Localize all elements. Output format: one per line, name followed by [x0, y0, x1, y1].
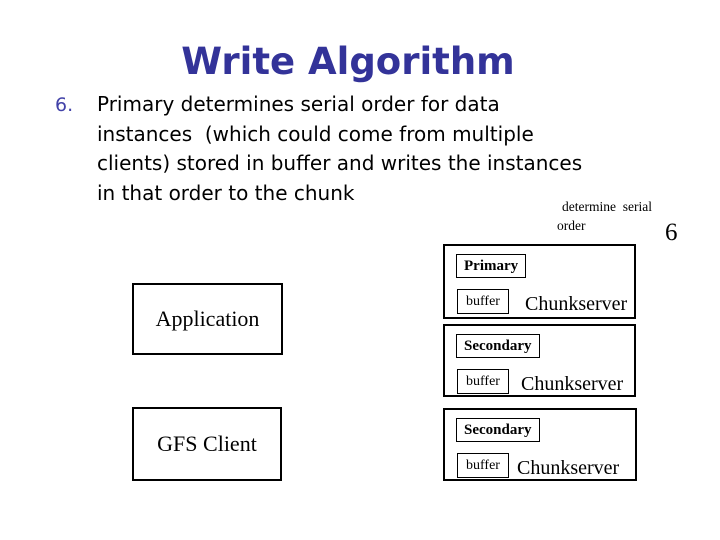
annotation-determine-serial-order: determine serial order	[557, 197, 652, 235]
buffer-box: buffer	[457, 369, 509, 394]
application-label: Application	[155, 306, 260, 331]
bullet-text-line: Primary determines serial order for data	[97, 92, 500, 116]
gfs-client-label: GFS Client	[157, 431, 257, 456]
application-box: Application	[132, 283, 283, 355]
chunkserver-label: Chunkserver	[525, 293, 628, 315]
bullet-text-line: in that order to the chunk	[97, 180, 355, 205]
bullet-number: 6.	[55, 94, 74, 116]
role-label-box: Primary	[456, 254, 527, 278]
buffer-box: buffer	[457, 453, 509, 478]
chunkserver-label: Chunkserver	[517, 457, 620, 479]
page-number: 6	[665, 219, 678, 246]
bullet-text-line: clients) stored in buffer and writes the…	[97, 151, 583, 175]
chunkserver-label: Chunkserver	[521, 373, 624, 395]
bullet-text-line: instances (which could come from multipl…	[97, 121, 534, 146]
chunkserver-box-primary: Primary buffer Chunkserver	[443, 244, 636, 319]
annotation-line: order	[557, 218, 586, 233]
gfs-client-box: GFS Client	[132, 407, 282, 481]
chunkserver-box-secondary-2: Secondary buffer Chunkserver	[443, 408, 637, 481]
annotation-line: determine serial	[562, 199, 652, 214]
chunkserver-box-secondary-1: Secondary buffer Chunkserver	[443, 324, 636, 397]
buffer-box: buffer	[457, 289, 509, 314]
role-label-box: Secondary	[456, 418, 540, 442]
bullet-text-block: Primary determines serial order for data…	[97, 90, 687, 208]
slide-title: Write Algorithm	[181, 40, 515, 83]
role-label-box: Secondary	[456, 334, 540, 358]
